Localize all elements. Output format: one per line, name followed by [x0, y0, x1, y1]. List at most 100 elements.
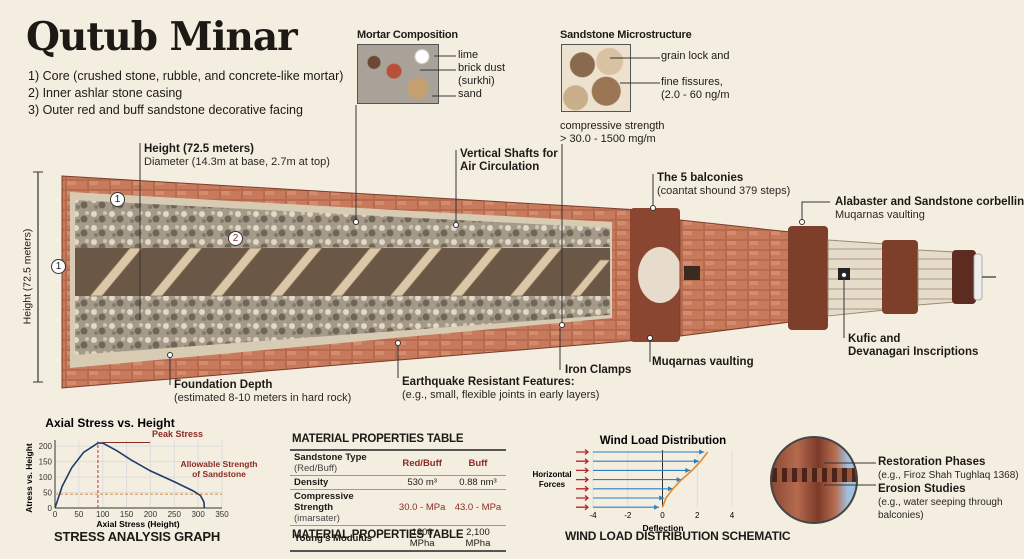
window — [684, 266, 700, 280]
x-tick-label: 4 — [730, 511, 735, 520]
cell-red-buff: 530 m³ — [394, 475, 450, 490]
callout-title: Restoration Phases — [878, 456, 986, 468]
wind-arrowhead-icon — [654, 504, 660, 510]
mortar-item: sand — [458, 88, 482, 100]
wind-arrowhead-icon — [676, 477, 682, 483]
callout-sub: Muqarnas vaulting — [835, 209, 925, 221]
x-axis-label: Deflection — [642, 523, 683, 533]
y-tick-label: 0 — [48, 504, 53, 513]
callout-title: Alabaster and Sandstone corbelling — [835, 196, 1024, 208]
cell-red-buff: Red/Buff — [394, 450, 450, 476]
tower-cutaway-illustration — [33, 105, 996, 389]
rubble-core-top — [75, 200, 610, 248]
cell-buff: Buff — [449, 450, 506, 476]
callout-foundation: Foundation Depth(estimated 8-10 meters i… — [174, 379, 351, 405]
mortar-title: Mortar Composition — [357, 29, 458, 41]
staircase-steps — [89, 247, 611, 297]
note-line: > 30.0 - 1500 mg/m — [560, 133, 656, 145]
sandstone-title: Sandstone Microstructure — [560, 29, 692, 41]
layer-item: 2) Inner ashlar stone casing — [28, 86, 183, 100]
inset-photo-circle — [770, 436, 858, 524]
sandstone-leaders — [610, 57, 660, 84]
callout-muqarnas: Muqarnas vaulting — [652, 356, 754, 369]
force-arrow-icon — [576, 504, 590, 511]
y-tick-label: 50 — [43, 489, 52, 498]
callout-title: Erosion Studies — [878, 483, 966, 495]
callout-balconies: The 5 balconies(coantat shound 379 steps… — [657, 172, 790, 198]
mortar-items: lime brick dust (surkhi) sand — [458, 49, 505, 101]
callout-sub: balconies) — [878, 510, 924, 521]
vertical-height-label: Height (72.5 meters) — [21, 228, 34, 325]
layer-marker-2: 2 — [228, 231, 243, 246]
row-label: Density — [290, 475, 395, 490]
mortar-item: brick dust — [458, 62, 506, 74]
x-tick-label: 200 — [144, 510, 158, 519]
layer-marker-1: 1 — [110, 192, 125, 207]
cell-buff: 0.88 nm³ — [449, 475, 506, 490]
row-label: Compressive Strength(imarsater) — [290, 489, 395, 526]
layer-list: 1) Core (crushed stone, rubble, and conc… — [28, 68, 343, 119]
callout-erosion: Erosion Studies(e.g., water seeping thro… — [878, 483, 1003, 522]
mortar-leaders — [420, 55, 456, 97]
callout-sub: (e.g., Firoz Shah Tughlaq 1368) — [878, 470, 1019, 481]
x-tick-label: -2 — [624, 511, 632, 520]
x-tick-label: 50 — [74, 510, 83, 519]
wind-arrowhead-icon — [667, 486, 673, 492]
balcony-2 — [788, 226, 828, 330]
cell-red-buff: 30.0 - MPa — [394, 489, 450, 526]
force-arrow-icon — [576, 458, 590, 465]
sandstone-item: grain lock and — [661, 50, 730, 62]
callout-earthquake: Earthquake Resistant Features:(e.g., sma… — [402, 376, 599, 402]
sandstone-item: fine fissures, — [661, 76, 723, 88]
wind-arrowhead-icon — [659, 495, 665, 501]
cupola — [973, 253, 983, 301]
x-tick-label: 0 — [660, 511, 665, 520]
table-row: Compressive Strength(imarsater) 30.0 - M… — [290, 489, 506, 526]
x-tick-label: -4 — [589, 511, 597, 520]
mortar-image — [357, 44, 439, 104]
callout-clamps: Iron Clamps — [565, 364, 631, 377]
property-sub: (Red/Buff) — [294, 463, 338, 474]
mortar-item: lime — [458, 49, 479, 61]
deflection-curve — [661, 451, 709, 508]
sandstone-note: compressive strength> 30.0 - 1500 mg/m — [560, 120, 665, 146]
force-arrow-icon — [576, 449, 590, 455]
row-label: Sandstone Type(Red/Buff) — [290, 450, 395, 476]
table-title: MATERIAL PROPERTIES TABLE — [292, 433, 464, 445]
inset-leaders — [824, 462, 876, 486]
stress-chart: Axial Stress vs. Height Atress vs. Heigh… — [24, 416, 257, 529]
x-tick-label: 350 — [215, 510, 229, 519]
callout-sub: Diameter (14.3m at base, 2.7m at top) — [144, 156, 330, 168]
page-title: Qutub Minar — [26, 14, 298, 60]
x-tick-label: 300 — [191, 510, 205, 519]
note-line: compressive strength — [560, 120, 665, 132]
callout-sub: (coantat shound 379 steps) — [657, 185, 791, 197]
callout-height: Height (72.5 meters)Diameter (14.3m at b… — [144, 143, 330, 169]
y-axis-label: Forces — [539, 480, 566, 489]
callout-title: Air Circulation — [460, 161, 540, 173]
callout-title: Foundation Depth — [174, 379, 273, 391]
wind-chart: Wind Load Distribution Horizontal Forces… — [532, 435, 735, 533]
property-name: Young's Modulus — [294, 532, 373, 544]
callout-title: Muqarnas vaulting — [652, 356, 754, 368]
peak-stress-label: Peak Stress — [152, 429, 203, 439]
force-arrow-icon — [576, 467, 590, 474]
cell-buff: 2,100 MPha — [449, 525, 506, 552]
balcony-4 — [952, 250, 976, 304]
balcony-band — [772, 468, 856, 482]
layer-marker-3: 1 — [51, 259, 66, 274]
row-label: Young's Modulus — [290, 525, 395, 552]
marker-dots — [167, 205, 847, 358]
y-tick-label: 200 — [39, 442, 53, 451]
callout-title: Height (72.5 meters) — [144, 143, 254, 155]
x-tick-label: 100 — [96, 510, 110, 519]
force-arrow-icon — [576, 476, 590, 483]
rubble-core-bottom — [75, 296, 610, 355]
allowable-label: of Sandstone — [192, 469, 246, 479]
x-tick-label: 2 — [695, 511, 700, 520]
y-tick-label: 150 — [39, 458, 53, 467]
